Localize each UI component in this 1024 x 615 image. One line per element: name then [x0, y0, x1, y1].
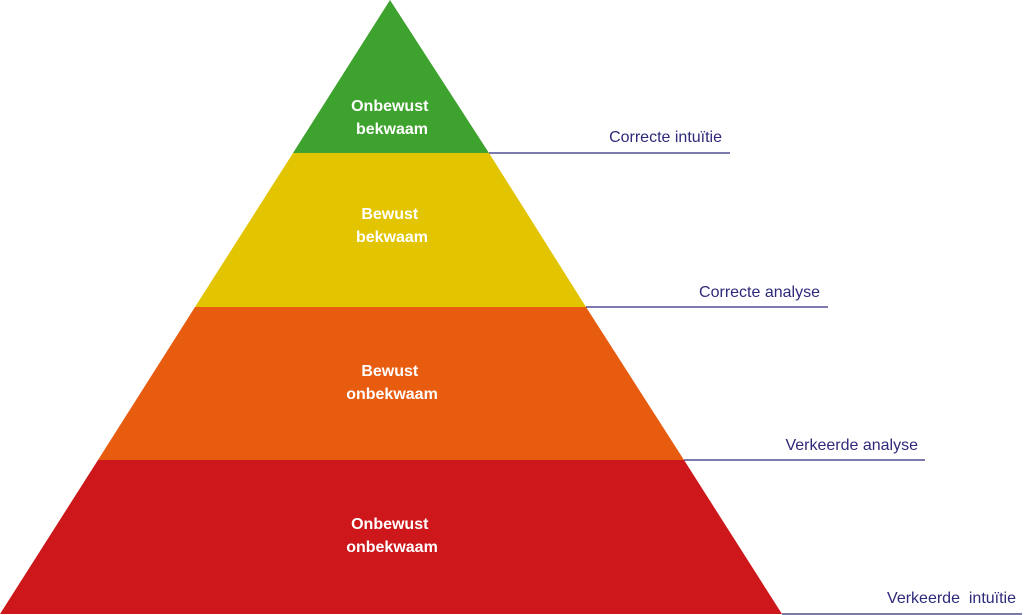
tier-onbewust-onbekwaam [0, 460, 782, 614]
tier-label-line: onbekwaam [346, 539, 438, 556]
tier-label-bewust-onbekwaam: Bewust onbekwaam [346, 363, 438, 403]
tier-label-line: Onbewust [351, 516, 429, 533]
tier-label-line: Bewust [361, 363, 419, 380]
tier-label-line: bekwaam [356, 229, 428, 246]
annotation-correcte-intuitie: Correcte intuïtie [609, 129, 722, 146]
tier-bewust-bekwaam [195, 153, 586, 307]
tier-label-line: Onbewust [351, 98, 429, 115]
tier-label-onbewust-onbekwaam: Onbewust onbekwaam [346, 516, 438, 556]
tier-label-line: bekwaam [356, 121, 428, 138]
tier-onbewust-bekwaam [293, 0, 489, 153]
tier-label-onbewust-bekwaam: Onbewust bekwaam [351, 98, 433, 138]
annotation-verkeerde-intuitie: Verkeerde intuïtie [887, 590, 1016, 607]
tier-label-bewust-bekwaam: Bewust bekwaam [356, 206, 428, 246]
annotation-correcte-analyse: Correcte analyse [699, 284, 820, 301]
tier-bewust-onbekwaam [98, 307, 684, 460]
tier-label-line: Bewust [361, 206, 419, 223]
tier-label-line: onbekwaam [346, 386, 438, 403]
annotation-verkeerde-analyse: Verkeerde analyse [785, 437, 918, 454]
